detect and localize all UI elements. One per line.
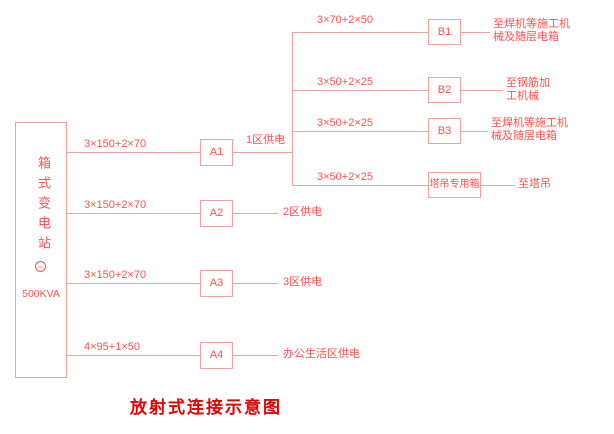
connector-line bbox=[293, 131, 428, 132]
connector-line bbox=[67, 283, 200, 284]
cable-label: 3×70+2×50 bbox=[317, 14, 373, 26]
destination-label: 至钢筋加 工机械 bbox=[506, 77, 550, 102]
cable-label: 3×50+2×25 bbox=[317, 117, 373, 129]
transformer-label: 箱式变电站 bbox=[36, 156, 51, 256]
cable-label: 3×50+2×25 bbox=[317, 171, 373, 183]
cable-label: 3×150+2×70 bbox=[84, 199, 147, 211]
distribution-box-b3: B3 bbox=[428, 118, 461, 144]
connector-line bbox=[67, 213, 200, 214]
distribution-box-a4: A4 bbox=[200, 342, 233, 369]
tower-crane-box: 塔吊专用箱 bbox=[428, 172, 481, 198]
zone-label: 1区供电 bbox=[246, 134, 286, 146]
zone-label: 3区供电 bbox=[283, 276, 323, 288]
diagram-title: 放射式连接示意图 bbox=[130, 398, 282, 417]
connector-line bbox=[233, 213, 278, 214]
bus-line bbox=[292, 32, 293, 186]
cable-label: 3×50+2×25 bbox=[317, 76, 373, 88]
connector-line bbox=[461, 32, 490, 33]
transformer-symbol: ~ bbox=[35, 261, 46, 272]
distribution-box-a3: A3 bbox=[200, 270, 233, 297]
distribution-box-b1: B1 bbox=[428, 19, 461, 45]
connector-line bbox=[67, 152, 200, 153]
connector-line bbox=[233, 355, 278, 356]
cable-label: 3×150+2×70 bbox=[84, 138, 147, 150]
connector-line bbox=[67, 355, 200, 356]
connector-line bbox=[293, 185, 428, 186]
transformer-box bbox=[15, 122, 67, 378]
destination-label: 至焊机等施工机 械及随层电箱 bbox=[491, 117, 568, 142]
cable-label: 4×95+1×50 bbox=[84, 341, 140, 353]
distribution-box-a1: A1 bbox=[200, 139, 233, 166]
connector-line bbox=[233, 152, 292, 153]
connector-line bbox=[293, 90, 428, 91]
connector-line bbox=[481, 185, 515, 186]
connector-line bbox=[233, 283, 278, 284]
destination-label: 至焊机等施工机 械及随层电箱 bbox=[493, 18, 570, 43]
connector-line bbox=[293, 32, 428, 33]
destination-label: 至塔吊 bbox=[518, 178, 551, 190]
cable-label: 3×150+2×70 bbox=[84, 269, 147, 281]
connector-line bbox=[461, 131, 488, 132]
zone-label: 办公生活区供电 bbox=[283, 348, 360, 360]
zone-label: 2区供电 bbox=[283, 206, 323, 218]
transformer-rating: 500KVA bbox=[22, 288, 60, 300]
distribution-box-a2: A2 bbox=[200, 200, 233, 227]
connector-line bbox=[461, 90, 503, 91]
distribution-box-b2: B2 bbox=[428, 77, 461, 103]
